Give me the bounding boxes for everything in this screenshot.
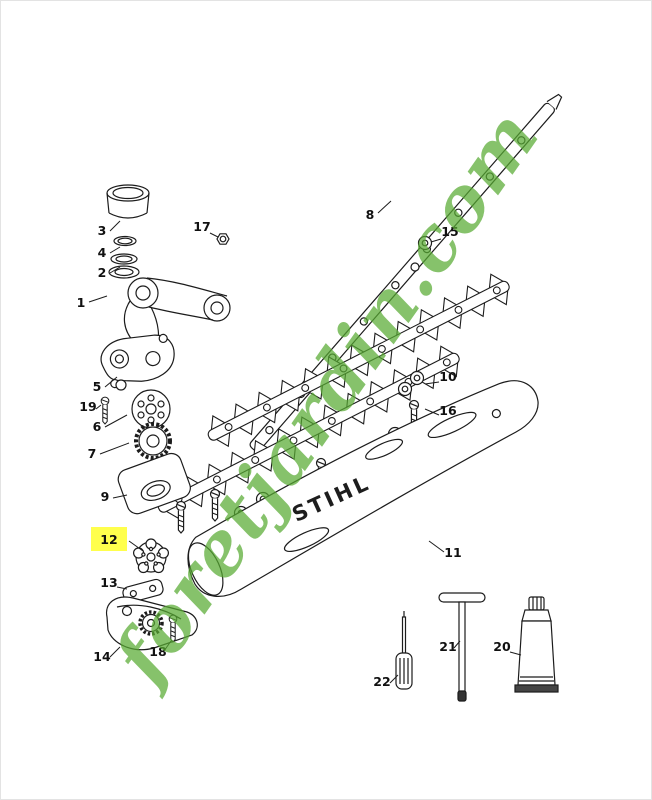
- collar-nut: [216, 233, 230, 245]
- part-label-17[interactable]: 17: [193, 219, 210, 234]
- eccentric-gear-plate: [133, 538, 169, 574]
- retainer-bracket: [122, 578, 164, 604]
- lower-housing: [105, 596, 198, 651]
- cap-cup: [106, 184, 150, 219]
- screw-18: [168, 614, 178, 643]
- leader-lines: [88, 200, 522, 684]
- part-label-14[interactable]: 14: [93, 649, 111, 664]
- part-number-labels: 1 2 3 4 5 6 7 8 9 10 11 12 13 14 15 16 1…: [77, 207, 511, 689]
- highlight-part-12: [91, 527, 127, 551]
- t-wrench: [438, 592, 486, 702]
- part-label-5[interactable]: 5: [93, 379, 102, 394]
- part-label-3[interactable]: 3: [98, 223, 107, 238]
- grease-tube: [514, 596, 559, 693]
- part-label-8[interactable]: 8: [366, 207, 375, 222]
- part-label-4[interactable]: 4: [98, 245, 107, 260]
- part-label-6[interactable]: 6: [93, 419, 102, 434]
- snap-ring: [113, 235, 137, 247]
- blade-housing-cover: STIHL: [187, 380, 539, 597]
- part-label-21[interactable]: 21: [439, 639, 456, 654]
- gear-wheel: [131, 389, 171, 429]
- blade-backing-plate: [117, 452, 191, 515]
- part-label-15[interactable]: 15: [441, 224, 458, 239]
- part-label-9[interactable]: 9: [101, 489, 110, 504]
- part-label-7[interactable]: 7: [88, 446, 97, 461]
- part-label-11[interactable]: 11: [444, 545, 461, 560]
- screw-19: [100, 396, 110, 425]
- screwdriver: [395, 611, 413, 690]
- part-label-22[interactable]: 22: [373, 674, 390, 689]
- toothed-gear: [134, 422, 172, 460]
- part-label-10[interactable]: 10: [439, 369, 457, 384]
- bearing-washers: [108, 253, 140, 279]
- part-label-16[interactable]: 16: [439, 403, 457, 418]
- part-label-19[interactable]: 19: [79, 399, 96, 414]
- part-label-18[interactable]: 18: [149, 644, 166, 659]
- washer-15: [410, 235, 433, 272]
- part-label-20[interactable]: 20: [493, 639, 511, 654]
- drive-bracket: [123, 277, 231, 352]
- part-label-1[interactable]: 1: [77, 295, 86, 310]
- part-label-2[interactable]: 2: [98, 265, 107, 280]
- gear-head-housing: [100, 333, 175, 389]
- part-label-13[interactable]: 13: [100, 575, 117, 590]
- small-washer: [115, 379, 127, 391]
- part-label-12[interactable]: 12: [100, 532, 117, 547]
